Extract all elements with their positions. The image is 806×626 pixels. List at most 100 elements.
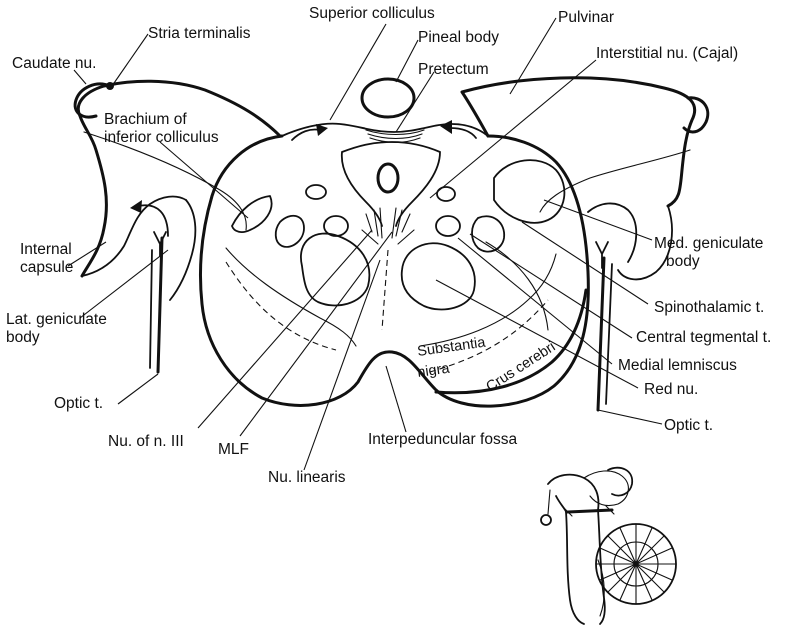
leader-superior-colliculus xyxy=(329,23,387,121)
right-inner-fold xyxy=(539,149,691,213)
right-brachium xyxy=(493,159,566,224)
inset-superior-lobe xyxy=(607,466,633,497)
label-red-nu: Red nu. xyxy=(644,381,698,398)
label-nu-n-iii: Nu. of n. III xyxy=(108,433,184,450)
leader-nu-n-iii xyxy=(197,229,373,429)
cerebral-aqueduct xyxy=(376,162,400,194)
leader-nu-linearis xyxy=(303,259,381,471)
label-optic-t-left: Optic t. xyxy=(54,395,103,412)
left-y-mark xyxy=(153,231,167,257)
inset-small-node xyxy=(540,514,552,526)
leader-pretectum xyxy=(395,71,435,133)
inset-section-plane xyxy=(566,508,614,514)
inset-brainstem xyxy=(565,509,606,625)
right-crus-border xyxy=(434,288,588,395)
leader-interstitial-nu xyxy=(429,59,597,199)
label-nu-linearis: Nu. linearis xyxy=(268,469,346,486)
region-labels: Substantia nigra Crus cerebri xyxy=(416,334,558,395)
left-crus-divider xyxy=(225,247,357,347)
leader-interpeduncular-fossa xyxy=(385,365,407,433)
label-med-geniculate-line1: Med. geniculate xyxy=(654,235,763,252)
label-internal-capsule-line2: capsule xyxy=(20,259,73,276)
inset-small-node-stalk xyxy=(547,489,551,515)
left-lateral-lemniscus-region xyxy=(274,214,305,248)
label-substantia-nigra-line2: nigra xyxy=(416,360,451,380)
left-substantia-nigra-dashed xyxy=(225,261,337,351)
orientation-inset xyxy=(540,466,677,625)
leader-pulvinar xyxy=(509,17,557,95)
right-caudate-nucleus xyxy=(682,96,710,134)
tectum-top-contour xyxy=(281,122,489,137)
label-stria-terminalis: Stria terminalis xyxy=(148,25,251,42)
inset-fourth-ventricle xyxy=(597,559,605,617)
label-interstitial-nu: Interstitial nu. (Cajal) xyxy=(596,45,738,62)
left-internal-capsule-outline xyxy=(81,195,187,277)
label-central-tegmental: Central tegmental t. xyxy=(636,329,771,346)
left-caudate-nucleus xyxy=(73,82,112,119)
leader-red-nu xyxy=(435,279,639,389)
left-brachium xyxy=(231,195,273,233)
inset-cerebellum-folia xyxy=(595,523,677,605)
right-colliculus-arrowhead xyxy=(440,120,452,134)
medial-lemniscus-band xyxy=(485,241,549,331)
leader-brachium xyxy=(159,141,249,219)
left-red-nucleus xyxy=(300,232,371,307)
leader-optic-t-left xyxy=(117,373,159,405)
label-spinothalamic: Spinothalamic t. xyxy=(654,299,764,316)
tegmental-nucleus-right xyxy=(435,215,461,237)
left-lateral-geniculate-outline xyxy=(169,199,197,301)
left-capsule-arrow xyxy=(137,204,169,237)
pineal-body xyxy=(360,77,416,119)
leader-spinothalamic xyxy=(521,221,649,305)
diagram-labels: Superior colliculus Stria terminalis Pul… xyxy=(6,5,771,486)
leader-medial-lemniscus xyxy=(457,237,613,365)
small-nucleus-right xyxy=(436,186,456,202)
label-medial-lemniscus: Medial lemniscus xyxy=(618,357,737,374)
right-outer-lobe xyxy=(617,205,673,281)
leader-lat-geniculate xyxy=(79,249,169,319)
inset-section-marks xyxy=(563,505,615,517)
label-interpeduncular-fossa: Interpeduncular fossa xyxy=(368,431,517,448)
leader-central-tegmental xyxy=(469,233,633,339)
right-optic-tract-inner xyxy=(605,263,613,405)
left-optic-tract-inner xyxy=(149,249,153,369)
small-nucleus-left xyxy=(305,184,327,200)
right-y-mark xyxy=(595,241,609,269)
label-optic-t-right: Optic t. xyxy=(664,417,713,434)
stria-terminalis-dot xyxy=(106,82,114,90)
leader-stria-terminalis xyxy=(111,33,149,87)
label-substantia-nigra-line1: Substantia xyxy=(416,334,487,360)
right-medial-geniculate-outline xyxy=(587,202,638,263)
label-pretectum: Pretectum xyxy=(418,61,489,78)
label-superior-colliculus: Superior colliculus xyxy=(309,5,435,22)
right-pulvinar-outline xyxy=(460,76,697,208)
label-brachium-line1: Brachium of xyxy=(104,111,187,128)
label-med-geniculate-line2: body xyxy=(666,253,700,270)
midline-dashed xyxy=(381,249,389,331)
right-optic-tract xyxy=(596,256,606,412)
right-red-nucleus xyxy=(400,242,476,311)
left-capsule-arrowhead xyxy=(130,200,142,213)
label-pineal-body: Pineal body xyxy=(418,29,499,46)
periaqueductal-gray xyxy=(341,141,441,227)
midbrain-outline xyxy=(198,134,590,408)
right-lateral-region xyxy=(471,215,505,253)
label-pulvinar: Pulvinar xyxy=(558,9,614,26)
label-caudate-nu: Caudate nu. xyxy=(12,55,96,72)
right-colliculus-arrow xyxy=(449,127,477,139)
leader-optic-t-right xyxy=(597,409,663,425)
leader-pineal-body xyxy=(395,39,419,83)
label-lat-geniculate-line1: Lat. geniculate xyxy=(6,311,107,328)
leader-caudate-nu xyxy=(73,69,87,85)
left-optic-tract xyxy=(156,236,164,374)
leader-internal-capsule xyxy=(67,241,107,267)
inset-thalamus xyxy=(547,473,600,513)
leader-mlf xyxy=(239,231,393,437)
right-substantia-nigra-dashed xyxy=(429,299,549,373)
label-internal-capsule-line1: Internal xyxy=(20,241,72,258)
left-colliculus-arrowhead xyxy=(316,124,328,136)
label-mlf: MLF xyxy=(218,441,249,458)
label-brachium-line2: inferior colliculus xyxy=(104,129,219,146)
leader-med-geniculate xyxy=(543,199,653,241)
